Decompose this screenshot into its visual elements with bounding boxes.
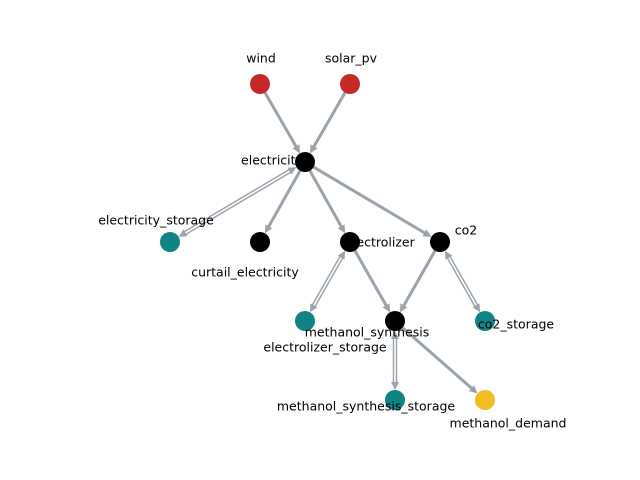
node-co2: [430, 232, 450, 252]
node-label-electricity: electricity: [241, 153, 303, 168]
node-label-electrolizer-storage: electrolizer_storage: [263, 340, 387, 355]
node-solar-pv: [340, 74, 360, 94]
edge-wind-to-electricity: [263, 91, 301, 154]
node-methanol-demand: [475, 390, 495, 410]
edge-electricity-to-co2: [312, 165, 432, 237]
node-curtail-electricity: [250, 232, 270, 252]
edge-electrolizer-to-electrolizer_storage: [309, 250, 346, 313]
node-methanol-synthesis: [385, 311, 405, 331]
node-label-co2-storage: co2_storage: [478, 317, 555, 332]
edge-methanol_synthesis-to-methanol_synthesis_storage: [391, 331, 399, 390]
edge-electricity-to-curtail_electricity: [264, 169, 302, 234]
edge-electrolizer-to-methanol_synthesis: [353, 249, 391, 313]
edges-layer: [178, 91, 481, 394]
node-label-electrolizer: electrolizer: [345, 235, 415, 250]
edge-co2-to-methanol_synthesis: [399, 249, 437, 313]
node-methanol-synthesis-storage: [385, 390, 405, 410]
node-wind: [250, 74, 270, 94]
node-label-methanol-synthesis-storage: methanol_synthesis_storage: [277, 399, 456, 414]
node-electricity: [295, 152, 315, 172]
node-electrolizer: [340, 232, 360, 252]
edge-solar_pv-to-electricity: [309, 91, 347, 154]
nodes-layer: [160, 74, 495, 410]
edge-electricity-to-electricity_storage: [178, 167, 297, 237]
edge-co2-to-co2_storage: [444, 250, 481, 313]
node-label-methanol-synthesis: methanol_synthesis: [305, 325, 430, 340]
node-label-curtail-electricity: curtail_electricity: [191, 265, 299, 280]
edge-methanol_synthesis-to-methanol_demand: [401, 326, 478, 394]
edge-electricity-to-electrolizer: [308, 169, 346, 234]
node-electricity-storage: [160, 232, 180, 252]
labels-layer: wind solar_pv electricity electricity_stora…: [98, 51, 566, 431]
node-label-wind: wind: [246, 51, 276, 66]
node-co2-storage: [475, 311, 495, 331]
node-label-solar-pv: solar_pv: [325, 51, 378, 66]
node-electrolizer-storage: [295, 311, 315, 331]
node-label-electricity-storage: electricity_storage: [98, 213, 214, 228]
node-label-methanol-demand: methanol_demand: [450, 416, 567, 431]
node-label-co2: co2: [455, 223, 477, 238]
